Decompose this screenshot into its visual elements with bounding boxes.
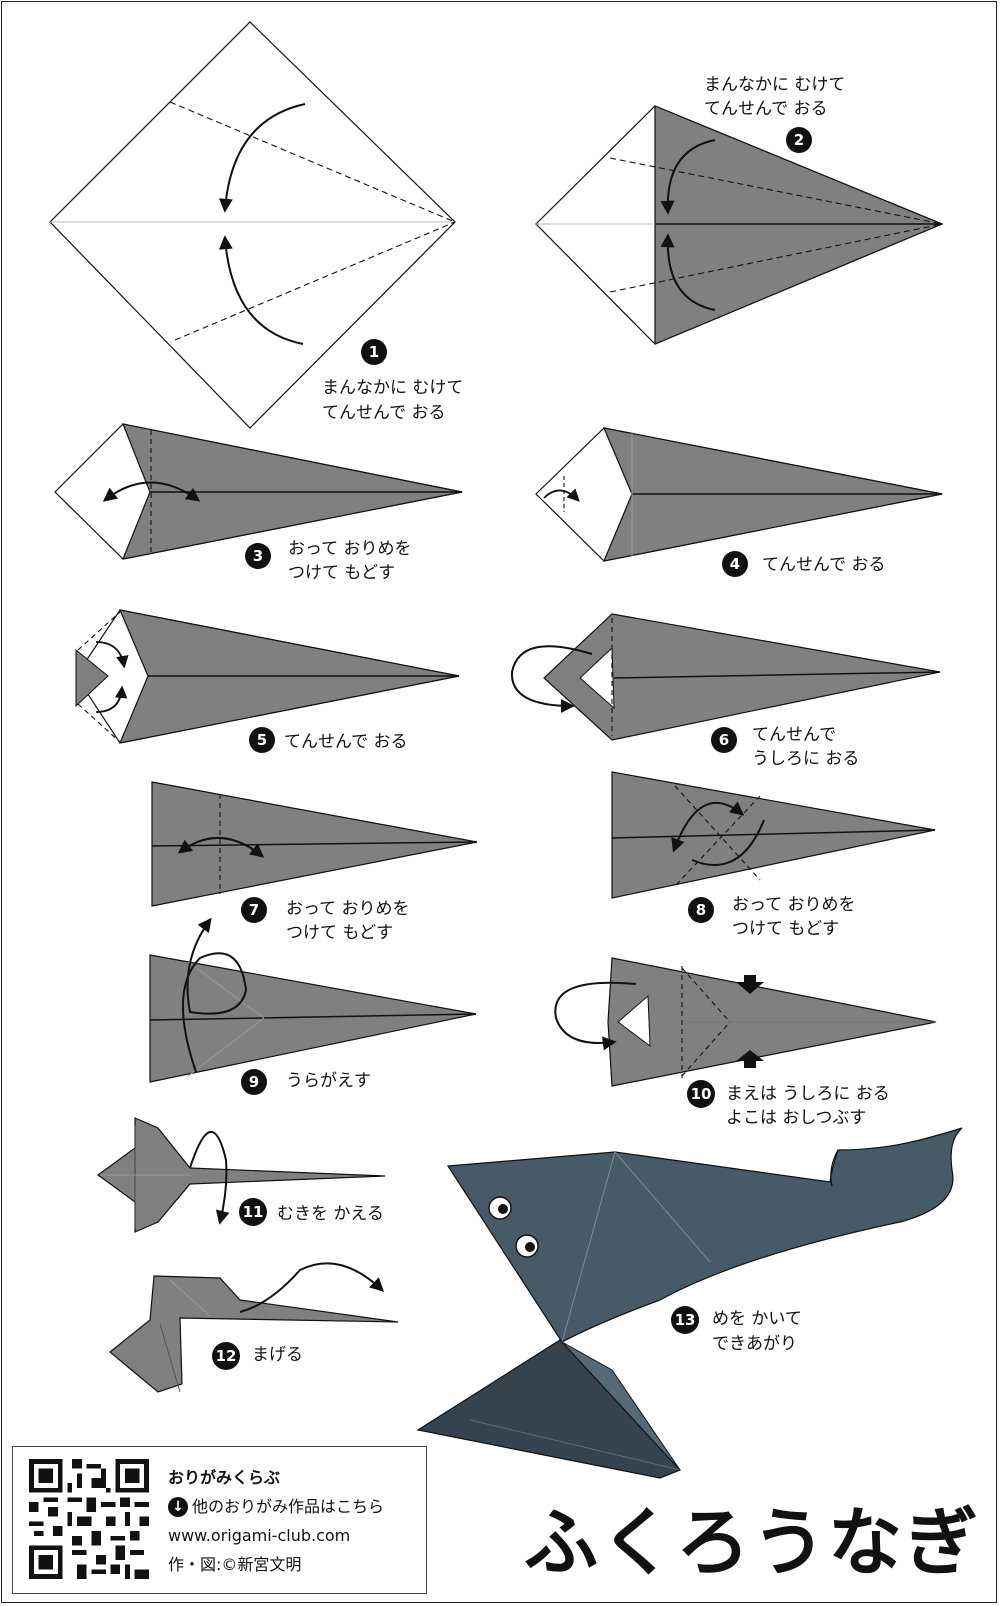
step-7-line-1: おって おりめを bbox=[286, 899, 410, 919]
step-5-number: 5 bbox=[257, 731, 267, 749]
page-title: ふくろうなぎ bbox=[524, 1500, 980, 1586]
arrow-down-circle-icon: ↓ bbox=[168, 1496, 188, 1517]
site-name: おりがみくらぶ bbox=[168, 1468, 281, 1487]
step-1-line-1: まんなかに むけて bbox=[322, 378, 463, 398]
author-credit: 作・図:©新宮文明 bbox=[168, 1555, 302, 1574]
step-11-figure bbox=[96, 1117, 386, 1233]
step-8-figure bbox=[611, 771, 936, 899]
step-11-caption: 11 むきを かえる bbox=[239, 1198, 384, 1226]
step-12-number: 12 bbox=[216, 1347, 237, 1365]
step-10-figure bbox=[554, 957, 937, 1087]
step-4-caption: 4 てんせんで おる bbox=[722, 551, 886, 577]
step-8-number: 8 bbox=[696, 901, 706, 919]
step-3-figure bbox=[54, 423, 463, 560]
step-9-caption: 9 うらがえす bbox=[241, 1069, 371, 1095]
step-9-line-1: うらがえす bbox=[286, 1071, 371, 1091]
step-7-figure bbox=[151, 781, 478, 907]
step-12-caption: 12 まげる bbox=[212, 1342, 303, 1370]
step-8-caption: 8 おって おりめを つけて もどす bbox=[688, 895, 856, 939]
step-12-line-1: まげる bbox=[252, 1345, 303, 1365]
step-13-line-1: めを かいて bbox=[712, 1309, 802, 1329]
step-2-line-2: てんせんで おる bbox=[704, 99, 828, 119]
step-5-caption: 5 てんせんで おる bbox=[249, 727, 408, 753]
step-6-caption: 6 てんせんで うしろに おる bbox=[711, 725, 859, 769]
credit-text: おりがみくらぶ ↓ 他のおりがみ作品はこちら www.origami-club.… bbox=[168, 1463, 418, 1579]
step-1-figure bbox=[49, 21, 456, 429]
step-6-figure bbox=[510, 613, 941, 741]
step-11-line-1: むきを かえる bbox=[277, 1204, 384, 1224]
step-13-line-2: できあがり bbox=[712, 1334, 797, 1354]
step-2-caption: まんなかに むけて てんせんで おる 2 bbox=[704, 75, 845, 153]
step-8-line-2: つけて もどす bbox=[732, 919, 839, 939]
step-1-caption: 1 まんなかに むけて てんせんで おる bbox=[322, 339, 463, 423]
step-13-caption: 13 めを かいて できあがり bbox=[671, 1306, 802, 1354]
step-12-figure bbox=[109, 1262, 399, 1393]
step-7-caption: 7 おって おりめを つけて もどす bbox=[241, 897, 410, 943]
step-13-figure bbox=[416, 1127, 963, 1479]
step-6-line-2: うしろに おる bbox=[752, 749, 859, 769]
step-1-number: 1 bbox=[369, 343, 379, 361]
qr-code-icon[interactable] bbox=[29, 1459, 149, 1579]
step-13-number: 13 bbox=[675, 1311, 696, 1329]
step-2-number: 2 bbox=[794, 131, 804, 149]
step-6-line-1: てんせんで bbox=[752, 725, 836, 745]
step-4-line-1: てんせんで おる bbox=[762, 555, 886, 575]
other-works-link[interactable]: ↓ 他のおりがみ作品はこちら bbox=[168, 1492, 418, 1521]
step-3-line-1: おって おりめを bbox=[288, 539, 412, 559]
step-3-line-2: つけて もどす bbox=[288, 563, 395, 583]
step-10-number: 10 bbox=[691, 1085, 712, 1103]
site-url[interactable]: www.origami-club.com bbox=[168, 1526, 351, 1545]
step-6-number: 6 bbox=[719, 731, 729, 749]
step-5-figure bbox=[75, 609, 460, 744]
step-7-number: 7 bbox=[249, 901, 259, 919]
step-1-line-2: てんせんで おる bbox=[322, 403, 446, 423]
step-4-figure bbox=[535, 427, 943, 562]
other-works-link-label: 他のおりがみ作品はこちら bbox=[192, 1497, 385, 1516]
step-10-line-2: よこは おしつぶす bbox=[726, 1108, 866, 1128]
step-2-line-1: まんなかに むけて bbox=[704, 75, 845, 95]
step-5-line-1: てんせんで おる bbox=[284, 732, 408, 752]
step-4-number: 4 bbox=[730, 555, 740, 573]
step-9-figure bbox=[149, 917, 477, 1083]
step-9-number: 9 bbox=[249, 1073, 259, 1091]
step-11-number: 11 bbox=[243, 1203, 264, 1221]
step-10-caption: 10 まえは うしろに おる よこは おしつぶす bbox=[687, 1080, 890, 1128]
step-2-figure bbox=[535, 105, 944, 345]
credit-box: おりがみくらぶ ↓ 他のおりがみ作品はこちら www.origami-club.… bbox=[12, 1446, 427, 1594]
step-3-number: 3 bbox=[253, 547, 263, 565]
step-10-line-1: まえは うしろに おる bbox=[726, 1084, 890, 1104]
step-7-line-2: つけて もどす bbox=[286, 923, 393, 943]
step-8-line-1: おって おりめを bbox=[732, 895, 856, 915]
step-3-caption: 3 おって おりめを つけて もどす bbox=[245, 539, 412, 583]
